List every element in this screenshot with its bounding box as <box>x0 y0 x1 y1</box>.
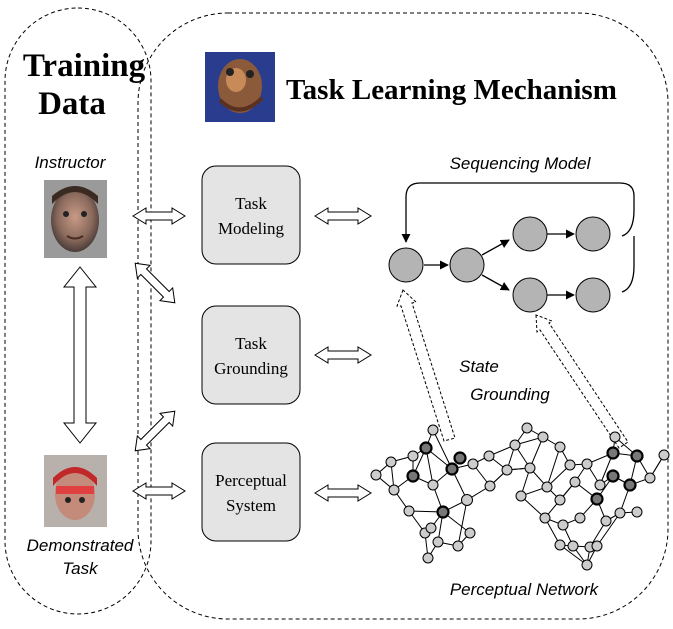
instructor-label: Instructor <box>35 153 107 172</box>
page-title: Task Learning Mechanism <box>286 74 617 106</box>
demo-perceptual-arrow <box>132 482 186 500</box>
instructor-grounding-arrow <box>134 262 176 304</box>
training-heading-line1: Training <box>23 48 146 84</box>
task-grounding-line2: Grounding <box>214 359 288 378</box>
sequence-edge <box>481 274 510 291</box>
network-active-nodes <box>406 441 644 519</box>
sequence-loop-edge <box>401 182 635 243</box>
training-heading-line2: Data <box>38 86 106 122</box>
task-modeling-line2: Modeling <box>218 219 285 238</box>
state-grounding-arrow-left <box>396 289 456 442</box>
instructor-demo-arrow <box>62 266 98 444</box>
perceptual-system-box <box>201 442 301 542</box>
training-data-region <box>4 7 152 615</box>
sequencing-model-graph <box>388 182 635 313</box>
instructor-photo-icon <box>44 180 107 258</box>
task-logo-icon <box>205 52 275 122</box>
task-modeling-line1: Task <box>235 194 267 213</box>
sequencing-model-label: Sequencing Model <box>450 154 592 173</box>
sequence-state-node <box>575 216 611 252</box>
sequence-state-node <box>575 277 611 313</box>
network-nodes <box>370 422 670 571</box>
state-grounding-line2: Grounding <box>470 385 550 404</box>
demo-grounding-arrow <box>134 410 176 452</box>
sequence-loop-edge-lower <box>621 236 635 293</box>
sequence-edge <box>481 239 510 256</box>
task-grounding-box <box>201 305 301 405</box>
demonstrated-label-line1: Demonstrated <box>27 536 134 555</box>
perceptual-network-arrow <box>314 484 372 502</box>
sequence-state-node <box>512 277 548 313</box>
sequence-state-node <box>388 247 424 283</box>
demonstrator-photo-icon <box>44 455 107 527</box>
perceptual-network-graph <box>370 422 670 571</box>
demonstrated-label-line2: Task <box>62 559 99 578</box>
instructor-modeling-arrow <box>132 207 186 225</box>
state-grounding-arrow-right <box>535 314 629 449</box>
task-grounding-line1: Task <box>235 334 267 353</box>
task-learning-region <box>137 12 669 620</box>
perceptual-system-line2: System <box>226 496 276 515</box>
perceptual-network-label: Perceptual Network <box>450 580 600 599</box>
sequence-state-node <box>512 216 548 252</box>
sequence-state-node <box>449 247 485 283</box>
task-modeling-box <box>201 165 301 265</box>
grounding-state-arrow <box>314 346 372 364</box>
modeling-sequencing-arrow <box>314 207 372 225</box>
perceptual-system-line1: Perceptual <box>215 471 287 490</box>
state-grounding-line1: State <box>459 357 499 376</box>
